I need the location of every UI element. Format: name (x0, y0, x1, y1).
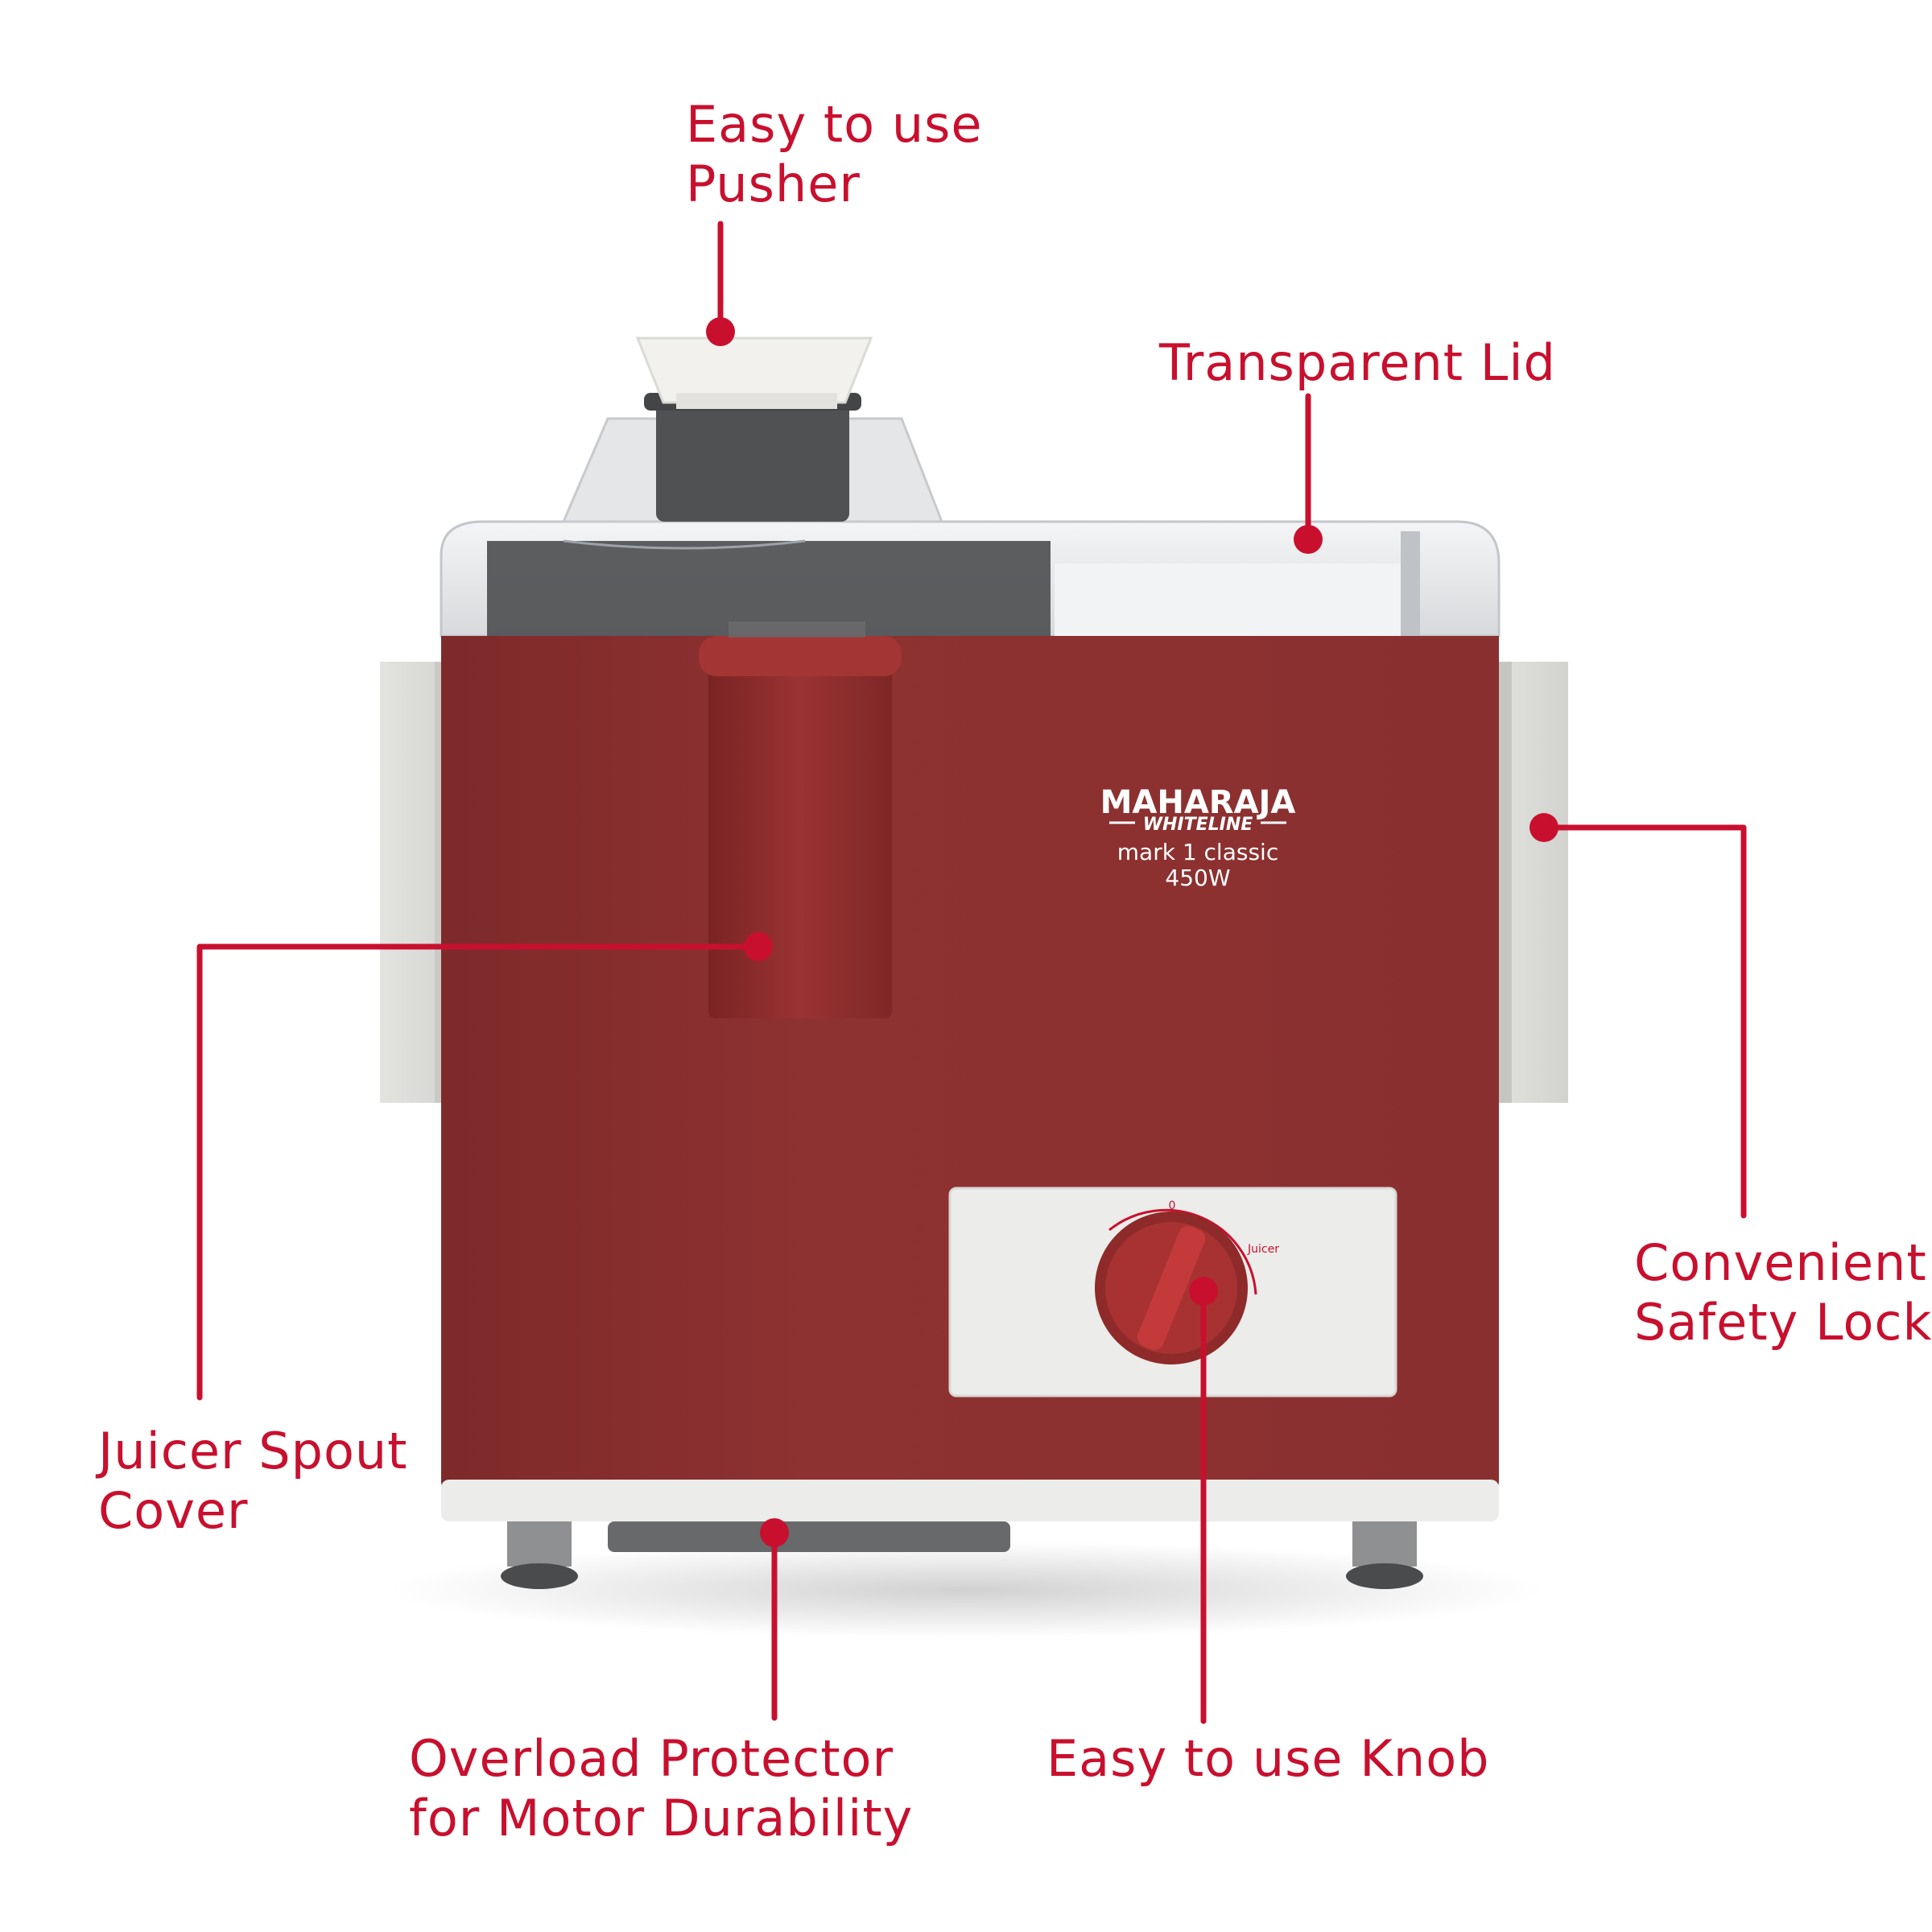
feed-chute (561, 393, 944, 523)
control-knob[interactable] (1095, 1212, 1248, 1364)
brand-subname: WHITELINE (1143, 815, 1253, 835)
spout-label-line2: Cover (98, 1481, 249, 1540)
ground-shadow (386, 1542, 1546, 1638)
pusher-callout-label: Easy to use Pusher (686, 95, 983, 214)
pusher-callout-dot (706, 317, 735, 346)
lid-label-line1: Transparent Lid (1159, 333, 1556, 392)
pusher (635, 336, 873, 409)
safety-lock-label-line1: Convenient (1634, 1233, 1927, 1292)
safety-lock-callout-line (1541, 824, 1747, 1219)
safety-lock-callout-dot (1530, 813, 1558, 842)
brand-name: MAHARAJA (1100, 784, 1296, 821)
pusher-label-line1: Easy to use (686, 95, 983, 154)
spout-callout-dot (744, 932, 773, 961)
lid-callout-dot (1294, 525, 1323, 554)
overload-callout-dot (760, 1518, 789, 1547)
safety-lock-panel (1488, 662, 1568, 1103)
power-rating: 450W (1165, 865, 1230, 891)
transparent-lid (440, 520, 1501, 638)
knob-callout-label: Easy to use Knob (1046, 1729, 1490, 1789)
safety-lock-label-line2: Safety Lock (1634, 1293, 1932, 1352)
overload-callout-label: Overload Protector for Motor Durability (409, 1729, 913, 1848)
brand-logo: MAHARAJA WHITELINE mark 1 classic 450W (1100, 784, 1296, 891)
spout-callout-line (196, 943, 762, 1401)
overload-protector (608, 1521, 1010, 1552)
callout-lines (196, 221, 1747, 1724)
overload-label-line2: for Motor Durability (409, 1789, 914, 1847)
model-name: mark 1 classic (1117, 839, 1278, 865)
knob-label-line1: Easy to use Knob (1046, 1729, 1490, 1788)
juicer-spout-cover (699, 621, 902, 1018)
knob-callout-dot (1189, 1277, 1218, 1306)
pusher-label-line2: Pusher (686, 155, 861, 213)
lid-callout-label: Transparent Lid (1159, 333, 1556, 393)
overload-label-line1: Overload Protector (409, 1729, 894, 1788)
safety-lock-callout-label: Convenient Safety Lock (1634, 1233, 1932, 1352)
knob-mark-off: 0 (1169, 1199, 1176, 1212)
spout-callout-label: Juicer Spout Cover (98, 1422, 407, 1541)
knob-mark-juicer: Juicer (1247, 1243, 1279, 1256)
callout-dots (706, 317, 1558, 1547)
juicer-feet (501, 1521, 1423, 1589)
spout-label-line1: Juicer Spout (98, 1422, 408, 1480)
